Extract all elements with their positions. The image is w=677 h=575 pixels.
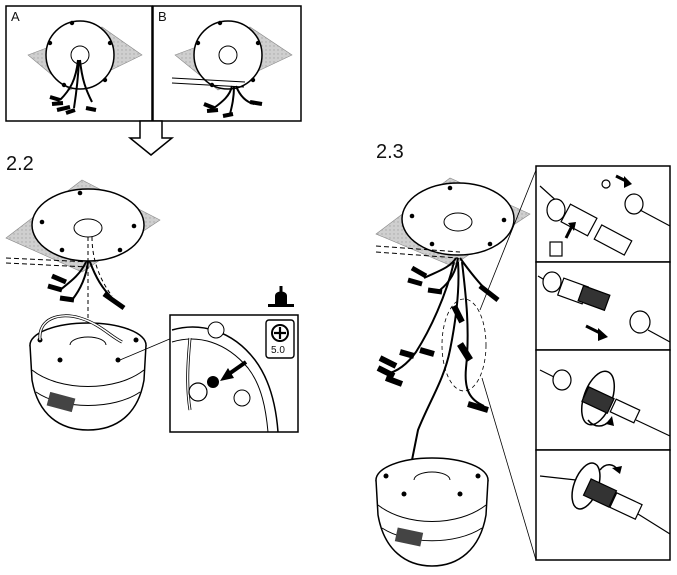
step-2-2-label: 2.2	[6, 153, 34, 175]
connectors	[49, 95, 97, 115]
tool-spec-label: 5.0	[271, 345, 285, 356]
arrow-icon	[598, 328, 608, 341]
arrow-icon	[568, 222, 576, 231]
arrow-icon	[624, 176, 632, 188]
rotate-arrow-icon	[612, 466, 622, 474]
mounting-plate	[193, 20, 263, 90]
mounting-plate	[45, 20, 115, 90]
step-2-3-detail-panels	[535, 165, 671, 561]
step-2-2-illustration	[5, 179, 173, 431]
detail-panel-4	[535, 449, 671, 561]
mounting-plate	[31, 188, 145, 262]
down-arrow-icon	[127, 120, 175, 156]
panel-b-label: B	[158, 9, 167, 24]
step-2-3-label: 2.3	[376, 141, 404, 163]
panel-a: A	[5, 5, 153, 122]
phillips-screwdriver-icon	[271, 324, 289, 342]
mounting-plate	[401, 182, 515, 256]
side-cable-dashed	[5, 257, 91, 268]
panel-b: B	[152, 5, 302, 122]
panel-a-label: A	[11, 9, 20, 24]
cable-bundle	[59, 59, 93, 109]
cable-hole	[218, 45, 238, 65]
screwdriver-tool-icon	[268, 286, 294, 307]
step-2-3-illustration	[375, 169, 537, 567]
screw-icon	[207, 376, 219, 388]
camera-dome	[375, 479, 489, 567]
step-2-2-detail: 5.0	[169, 314, 299, 433]
camera-dome	[29, 344, 147, 431]
rotate-arrow-icon	[606, 416, 614, 426]
highlight-ellipse	[441, 298, 487, 392]
